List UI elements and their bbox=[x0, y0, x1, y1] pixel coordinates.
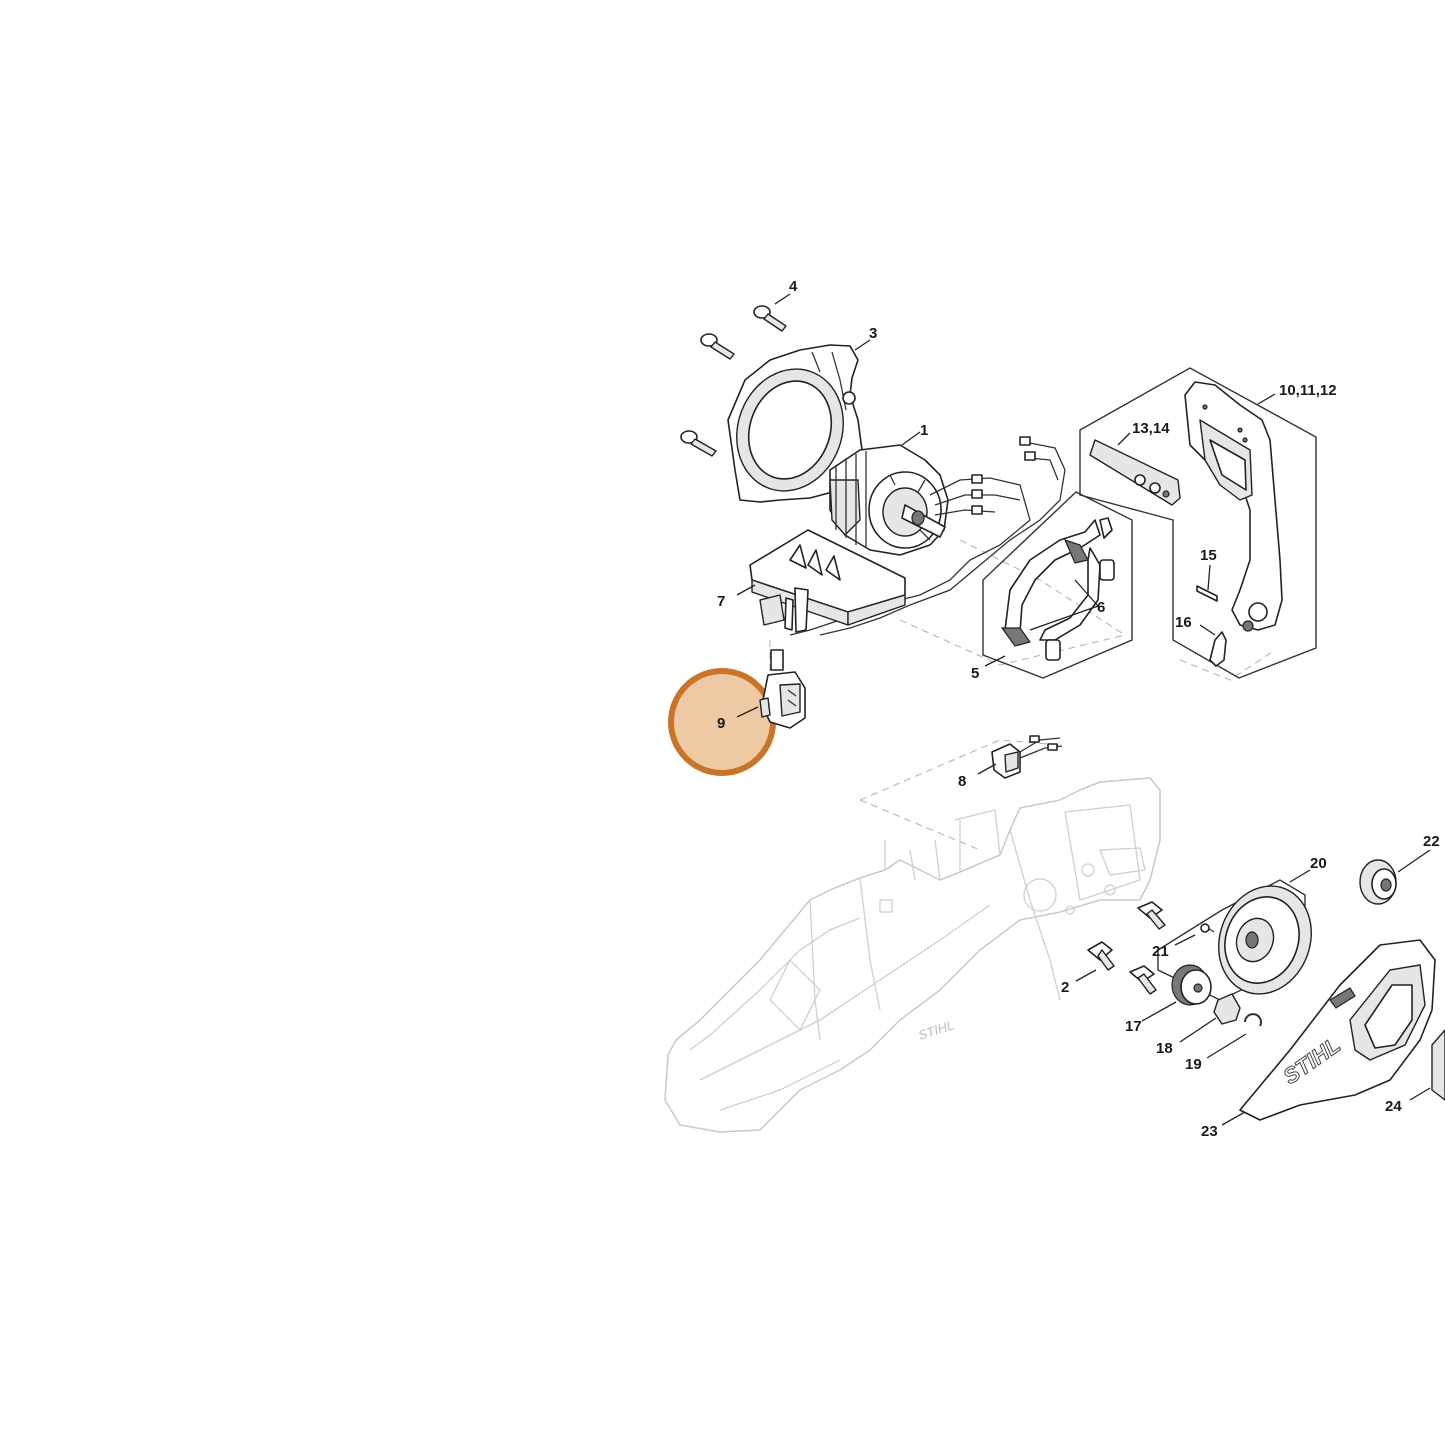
callout-2: 2 bbox=[1061, 979, 1069, 996]
callout-5: 5 bbox=[971, 665, 979, 682]
callout-20: 20 bbox=[1310, 855, 1327, 872]
circlip-part-19 bbox=[1244, 1013, 1262, 1027]
part-24 bbox=[1431, 1029, 1445, 1101]
nut-part-22 bbox=[1359, 859, 1397, 905]
label-sticker-part-13 bbox=[1089, 439, 1181, 506]
switch-part-8 bbox=[991, 735, 1063, 779]
callout-13-14: 13,14 bbox=[1132, 420, 1170, 437]
hand-guard-box bbox=[1079, 367, 1317, 679]
callout-8: 8 bbox=[958, 773, 966, 790]
clip-part-16 bbox=[1209, 631, 1227, 667]
chainsaw-housing: STIHL bbox=[664, 777, 1161, 1133]
component-part-9 bbox=[759, 649, 806, 729]
callout-7: 7 bbox=[717, 593, 725, 610]
screw-part-4c bbox=[680, 430, 717, 457]
callout-21: 21 bbox=[1152, 943, 1169, 960]
callout-16: 16 bbox=[1175, 614, 1192, 631]
screw-part-2b bbox=[1137, 901, 1166, 930]
screw-part-2c bbox=[1129, 965, 1157, 995]
spring-part-18 bbox=[1213, 993, 1241, 1025]
fan-cover-part-3 bbox=[727, 344, 863, 503]
callout-18: 18 bbox=[1156, 1040, 1173, 1057]
screw-part-2 bbox=[1087, 941, 1115, 971]
callout-24: 24 bbox=[1385, 1098, 1402, 1115]
chain-wheel-part-20 bbox=[1157, 879, 1312, 1001]
housing-logo: STIHL bbox=[916, 1017, 956, 1043]
electronics-module-part-7 bbox=[749, 529, 906, 633]
callout-15: 15 bbox=[1200, 547, 1217, 564]
callout-1: 1 bbox=[920, 422, 928, 439]
callout-10-11-12: 10,11,12 bbox=[1279, 382, 1337, 399]
screw-part-4b bbox=[700, 333, 735, 360]
callout-23: 23 bbox=[1201, 1123, 1218, 1140]
callout-4: 4 bbox=[789, 278, 798, 295]
screw-part-4 bbox=[753, 305, 787, 332]
callout-19: 19 bbox=[1185, 1056, 1202, 1073]
callout-labels: 4 3 1 13,14 10,11,12 15 16 6 7 5 9 8 20 … bbox=[717, 278, 1440, 1140]
motor-part-1 bbox=[829, 444, 949, 556]
pin-part-15 bbox=[1196, 585, 1218, 602]
callout-3: 3 bbox=[869, 325, 877, 342]
callout-22: 22 bbox=[1423, 833, 1440, 850]
leader-lines bbox=[736, 293, 1431, 1126]
callout-17: 17 bbox=[1125, 1018, 1142, 1035]
sprocket-cover-part-23: STIHL bbox=[1239, 939, 1436, 1121]
worm-part-17 bbox=[1171, 964, 1212, 1006]
screw-part-21 bbox=[1200, 923, 1215, 933]
callout-6: 6 bbox=[1097, 599, 1105, 616]
assembly-guide-lines bbox=[769, 539, 1276, 851]
brake-assembly-box bbox=[982, 491, 1133, 679]
callout-9[interactable]: 9 bbox=[717, 715, 725, 732]
